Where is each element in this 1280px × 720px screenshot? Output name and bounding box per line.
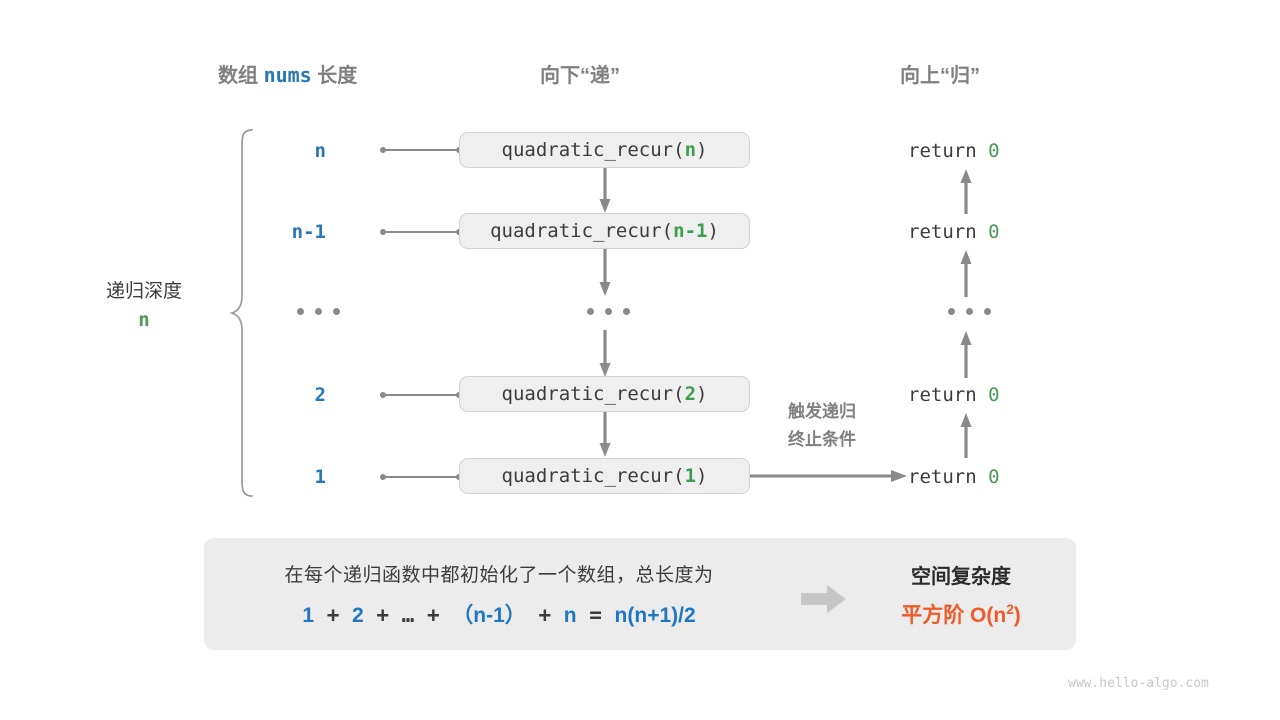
return-keyword-row-1: return: [908, 140, 977, 162]
formula-op-5: =: [589, 603, 602, 627]
formula-op-2: +: [376, 603, 389, 627]
header-array-prefix: 数组: [218, 65, 258, 87]
connector-row-5: [380, 474, 462, 480]
return-row-4: return 0: [908, 384, 1000, 406]
return-value-row-1: 0: [988, 140, 1000, 162]
descend-arrow-1: [598, 168, 612, 219]
formula-term-5: n: [563, 604, 577, 627]
formula-term-6: n(n+1)/2: [614, 604, 696, 627]
recursion-depth-label: 递归深度 n: [92, 277, 196, 336]
return-row-2: return 0: [908, 221, 1000, 243]
call-text-row-1: quadratic_recur(n): [501, 139, 708, 161]
formula-term-2: 2: [352, 604, 364, 627]
connector-row-1: [380, 147, 462, 153]
depth-value-row-5: 1: [314, 466, 326, 488]
call-ellipsis-row-3: [587, 308, 630, 315]
return-value-row-4: 0: [988, 384, 1000, 406]
result-arrow-icon: [801, 584, 847, 619]
formula-op-3: +: [426, 603, 440, 627]
trigger-note-line-2: 终止条件: [788, 430, 856, 450]
depth-brace: [228, 128, 256, 503]
call-arg-row-5: 1: [684, 465, 697, 487]
descend-arrow-4: [598, 412, 612, 463]
call-arg-row-1: n: [684, 139, 697, 161]
call-box-row-5[interactable]: quadratic_recur(1): [459, 458, 750, 494]
call-text-row-4: quadratic_recur(2): [501, 383, 708, 405]
ascend-arrow-4: [959, 412, 973, 463]
trigger-note: 触发递归 终止条件: [766, 398, 878, 454]
depth-value-row-2: n-1: [291, 221, 326, 243]
header-array-name: nums: [263, 63, 312, 87]
formula-op-1: +: [326, 603, 340, 627]
return-row-1: return 0: [908, 140, 1000, 162]
header-ascend: 向上“归”: [900, 65, 980, 87]
complexity-big-o: O(n2): [970, 602, 1021, 627]
recursion-depth-value: n: [138, 309, 150, 332]
return-value-row-2: 0: [988, 221, 1000, 243]
return-ellipsis-row-3: [948, 308, 991, 315]
return-row-5: return 0: [908, 466, 1000, 488]
ascend-arrow-1: [959, 168, 973, 219]
complexity-order-label: 平方阶: [901, 604, 965, 627]
connector-row-2: [380, 229, 462, 235]
formula-term-4: （n-1）: [452, 604, 526, 627]
formula-term-3: …: [401, 603, 415, 627]
descend-arrow-3: [598, 330, 612, 383]
return-keyword-row-4: return: [908, 384, 977, 406]
summary-left: 在每个递归函数中都初始化了一个数组，总长度为 1 + 2 + … + （n-1）…: [226, 560, 772, 629]
connector-row-4: [380, 392, 462, 398]
space-complexity-title: 空间复杂度: [911, 566, 1011, 588]
call-text-row-2: quadratic_recur(n-1): [490, 220, 719, 242]
depth-ellipsis-row-3: [297, 308, 340, 315]
return-keyword-row-5: return: [908, 466, 977, 488]
call-arg-row-4: 2: [684, 383, 697, 405]
header-descend: 向下“递”: [540, 65, 620, 87]
depth-value-row-1: n: [314, 140, 326, 162]
recursion-depth-text: 递归深度: [105, 281, 182, 302]
summary-formula: 1 + 2 + … + （n-1） + n = n(n+1)/2: [226, 599, 772, 629]
call-box-row-1[interactable]: quadratic_recur(n): [459, 132, 750, 168]
formula-term-1: 1: [302, 604, 315, 627]
ascend-arrow-3: [959, 330, 973, 383]
base-case-arrow: [750, 468, 908, 489]
call-box-row-4[interactable]: quadratic_recur(2): [459, 376, 750, 412]
space-complexity-value: 平方阶 O(n2): [866, 599, 1056, 629]
depth-value-row-4: 2: [314, 384, 326, 406]
watermark: www.hello-algo.com: [1068, 676, 1209, 691]
ascend-arrow-2: [959, 249, 973, 302]
summary-description: 在每个递归函数中都初始化了一个数组，总长度为: [284, 565, 714, 586]
return-keyword-row-2: return: [908, 221, 977, 243]
summary-right: 空间复杂度 平方阶 O(n2): [866, 560, 1056, 629]
header-array-suffix: 长度: [317, 65, 358, 87]
summary-panel: [204, 538, 1076, 650]
descend-arrow-2: [598, 249, 612, 302]
return-value-row-5: 0: [988, 466, 1000, 488]
call-text-row-5: quadratic_recur(1): [501, 465, 708, 487]
call-arg-row-2: n-1: [673, 220, 708, 242]
formula-op-4: +: [538, 603, 552, 627]
header-array-length: 数组 nums 长度: [218, 59, 357, 88]
call-box-row-2[interactable]: quadratic_recur(n-1): [459, 213, 750, 249]
trigger-note-line-1: 触发递归: [788, 402, 856, 421]
